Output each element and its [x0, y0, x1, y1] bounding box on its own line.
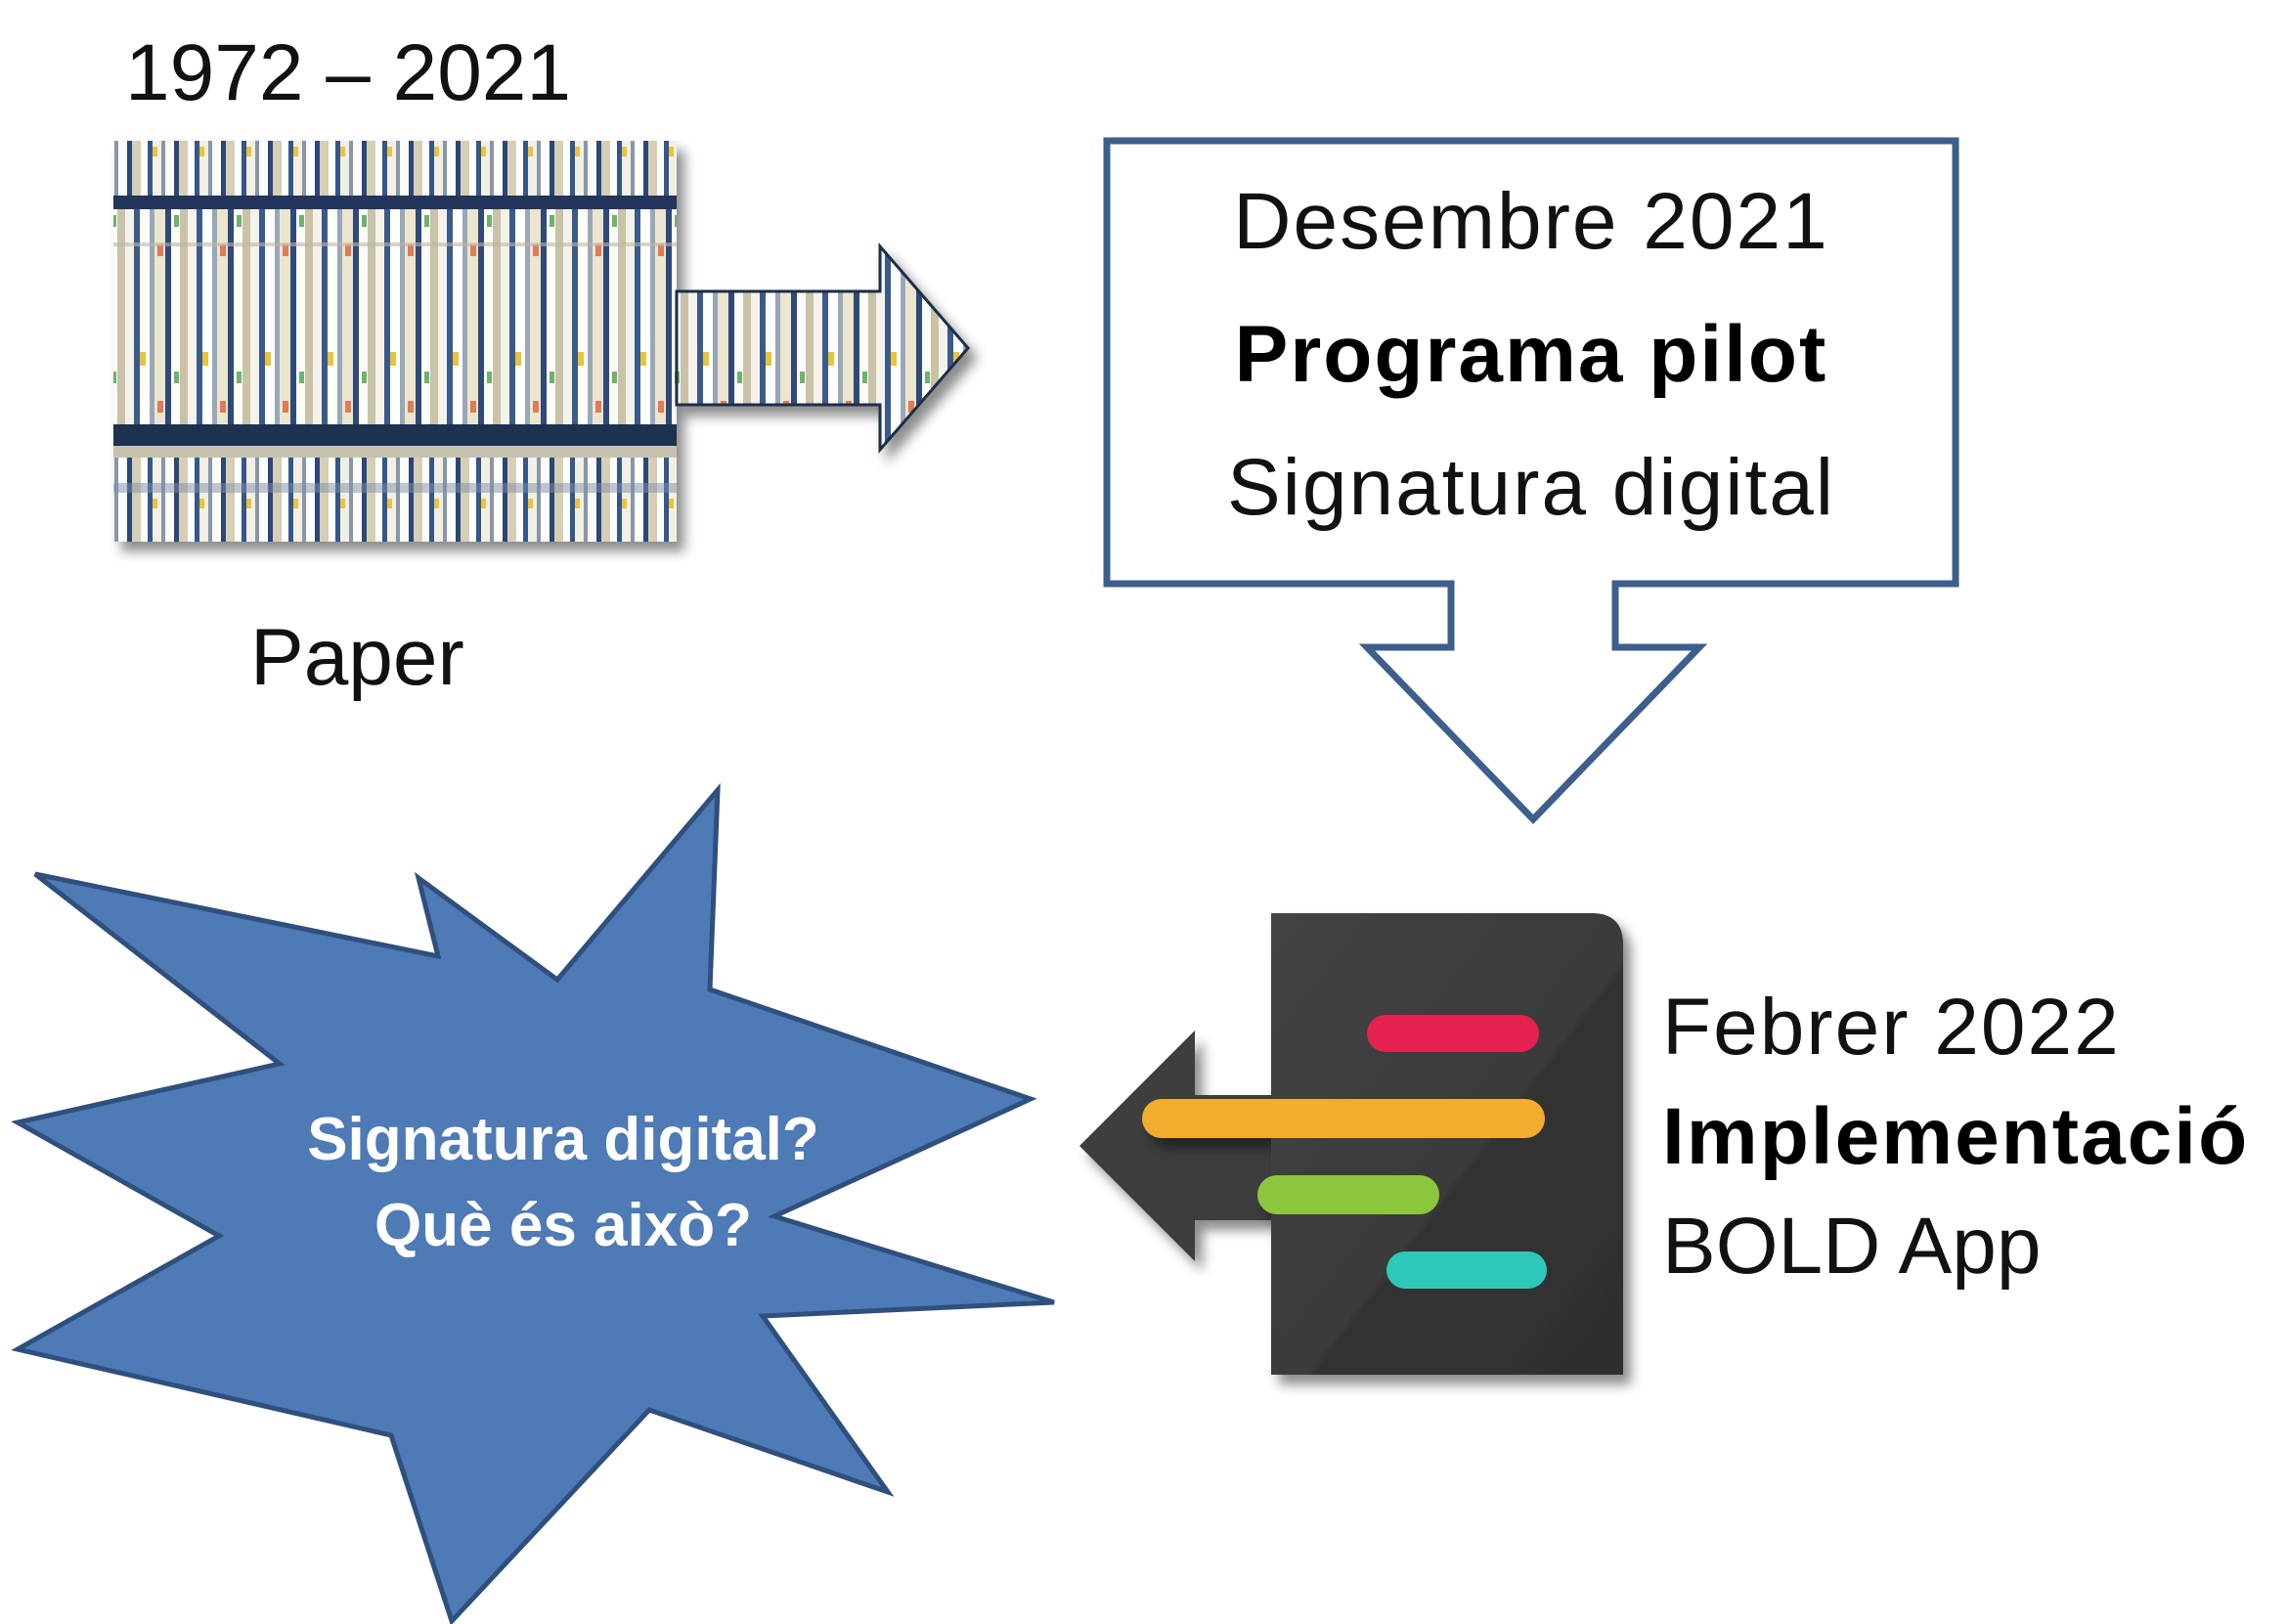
- bold-app-logo-icon: [1142, 913, 1623, 1375]
- right-arrow-icon: [675, 241, 970, 455]
- paper-period-label: 1972 – 2021: [125, 28, 571, 117]
- implementation-title: Implementació: [1662, 1092, 2249, 1181]
- paper-label: Paper: [250, 613, 464, 702]
- implementation-product: BOLD App: [1662, 1202, 2041, 1291]
- pilot-title: Programa pilot: [1235, 310, 1828, 399]
- question-line-1: Signatura digital?: [307, 1106, 819, 1173]
- file-shelves-photo: [113, 141, 677, 542]
- starburst-shape: [11, 782, 1055, 1624]
- left-arrow-icon: [1079, 1031, 1281, 1261]
- question-line-2: Què és això?: [374, 1192, 752, 1259]
- pilot-date: Desembre 2021: [1233, 177, 1828, 266]
- pilot-callout: [1103, 137, 1959, 825]
- implementation-date: Febrer 2022: [1662, 983, 2121, 1072]
- pilot-subtitle: Signatura digital: [1227, 443, 1835, 532]
